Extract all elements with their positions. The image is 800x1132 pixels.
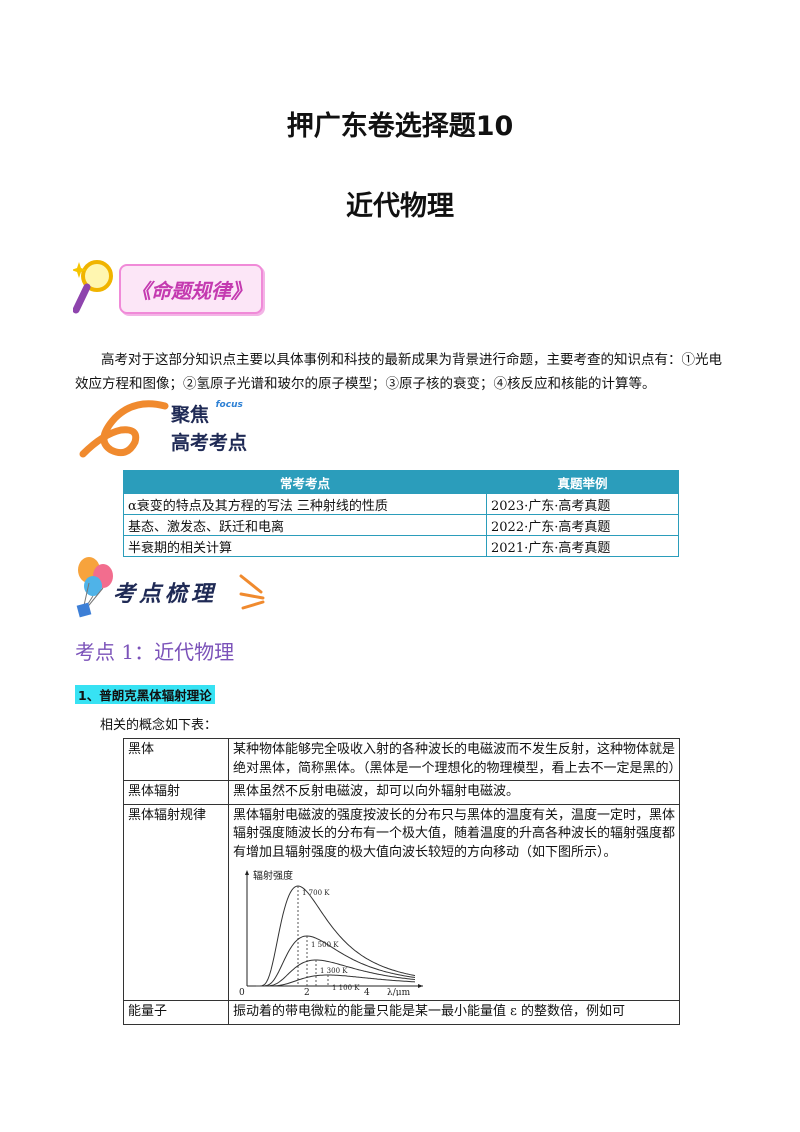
slash-deco-icon [239, 574, 265, 610]
concept-definition: 某种物体能够完全吸收入射的各种波长的电磁波而不发生反射，这种物体就是绝对黑体，简… [228, 738, 682, 781]
intro-paragraph: 高考对于这部分知识点主要以具体事例和科技的最新成果为背景进行命题，主要考查的知识… [75, 352, 722, 392]
blackbody-curve [256, 885, 416, 987]
concept-term: 能量子 [123, 1000, 229, 1025]
x-tick-label: 2 [304, 988, 310, 996]
focus-banner-bottom: 高考考点 [171, 432, 248, 454]
concept-definition: 振动着的带电微粒的能量只能是某一最小能量值 ε 的整数倍，例如可 [228, 1000, 680, 1025]
review-banner-label: 考点梳理 [113, 582, 218, 607]
concept-definition-text: 黑体辐射电磁波的强度按波长的分布只与黑体的温度有关，温度一定时，黑体辐射强度随波… [233, 807, 676, 860]
y-axis-label: 辐射强度 [253, 869, 293, 882]
swirl-icon [79, 400, 169, 458]
curve-label: 1 300 K [320, 967, 348, 975]
concept-term: 黑体辐射 [123, 780, 229, 805]
focus-cell: 2023·广东·高考真题 [486, 493, 679, 515]
page-title: 押广东卷选择题10 [286, 111, 514, 142]
focus-cell: 半衰期的相关计算 [123, 535, 487, 557]
curve-label: 1 100 K [332, 984, 360, 992]
table-row: 能量子 振动着的带电微粒的能量只能是某一最小能量值 ε 的整数倍，例如可 [123, 1000, 680, 1025]
x-tick-label: 4 [364, 988, 370, 996]
focus-banner-top: 聚焦 [171, 404, 210, 426]
focus-header-examples: 真题举例 [486, 470, 679, 494]
x-axis-arrow [418, 984, 423, 988]
table-row: 黑体辐射 黑体虽然不反射电磁波，却可以向外辐射电磁波。 [123, 780, 680, 805]
review-banner: 考点梳理 [75, 556, 275, 620]
table-row: 黑体辐射规律 黑体辐射电磁波的强度按波长的分布只与黑体的温度有关，温度一定时，黑… [123, 803, 680, 1001]
focus-cell: 2021·广东·高考真题 [486, 535, 679, 557]
table-row: 基态、激发态、跃迁和电离 2022·广东·高考真题 [123, 514, 679, 536]
section-title: 考点 1：近代物理 [75, 640, 235, 664]
concept-definition: 黑体虽然不反射电磁波，却可以向外辐射电磁波。 [228, 780, 680, 805]
page-subtitle: 近代物理 [346, 191, 454, 222]
focus-cell: α衰变的特点及其方程的写法 三种射线的性质 [123, 493, 487, 515]
table-row: α衰变的特点及其方程的写法 三种射线的性质 2023·广东·高考真题 [123, 493, 679, 515]
focus-table-header: 常考考点 真题举例 [123, 470, 679, 494]
focus-table: 常考考点 真题举例 α衰变的特点及其方程的写法 三种射线的性质 2023·广东·… [123, 470, 679, 557]
rule-banner-label: 《命题规律》 [131, 278, 251, 303]
focus-cell: 2022·广东·高考真题 [486, 514, 679, 536]
curve-label: 1 500 K [311, 941, 339, 949]
concept-term: 黑体辐射规律 [123, 803, 229, 1001]
table-row: 黑体 某种物体能够完全吸收入射的各种波长的电磁波而不发生反射，这种物体就是绝对黑… [123, 738, 682, 781]
y-axis-arrow [245, 870, 249, 875]
x-axis-label: λ/μm [387, 988, 411, 996]
balloons-icon [76, 557, 113, 618]
focus-banner: 聚焦 focus 高考考点 [75, 398, 275, 460]
rule-banner: 《命题规律》 [73, 258, 263, 320]
table-row: 半衰期的相关计算 2021·广东·高考真题 [123, 535, 679, 557]
magnifier-icon [73, 260, 113, 314]
blackbody-curve [256, 974, 416, 987]
curve-group: 1 700 K 1 500 K 1 300 K 1 100 K [256, 885, 416, 992]
x-tick-label: 0 [239, 988, 245, 996]
focus-cell: 基态、激发态、跃迁和电离 [123, 514, 487, 536]
concept-term: 黑体 [123, 738, 229, 781]
concept-table: 黑体 某种物体能够完全吸收入射的各种波长的电磁波而不发生反射，这种物体就是绝对黑… [123, 738, 682, 1025]
subsection-title: 1、普朗克黑体辐射理论 [75, 685, 215, 704]
concept-definition: 黑体辐射电磁波的强度按波长的分布只与黑体的温度有关，温度一定时，黑体辐射强度随波… [228, 803, 680, 1001]
blackbody-curve [256, 959, 416, 987]
focus-banner-small: focus [215, 400, 243, 410]
curve-label: 1 700 K [302, 889, 330, 897]
blackbody-figure: 辐射强度 λ/μm 0 2 4 1 700 K 1 500 K 1 300 K 1 1… [239, 869, 423, 996]
table-intro-note: 相关的概念如下表： [100, 718, 218, 733]
blackbody-curve [256, 935, 416, 987]
focus-header-points: 常考考点 [123, 470, 487, 494]
